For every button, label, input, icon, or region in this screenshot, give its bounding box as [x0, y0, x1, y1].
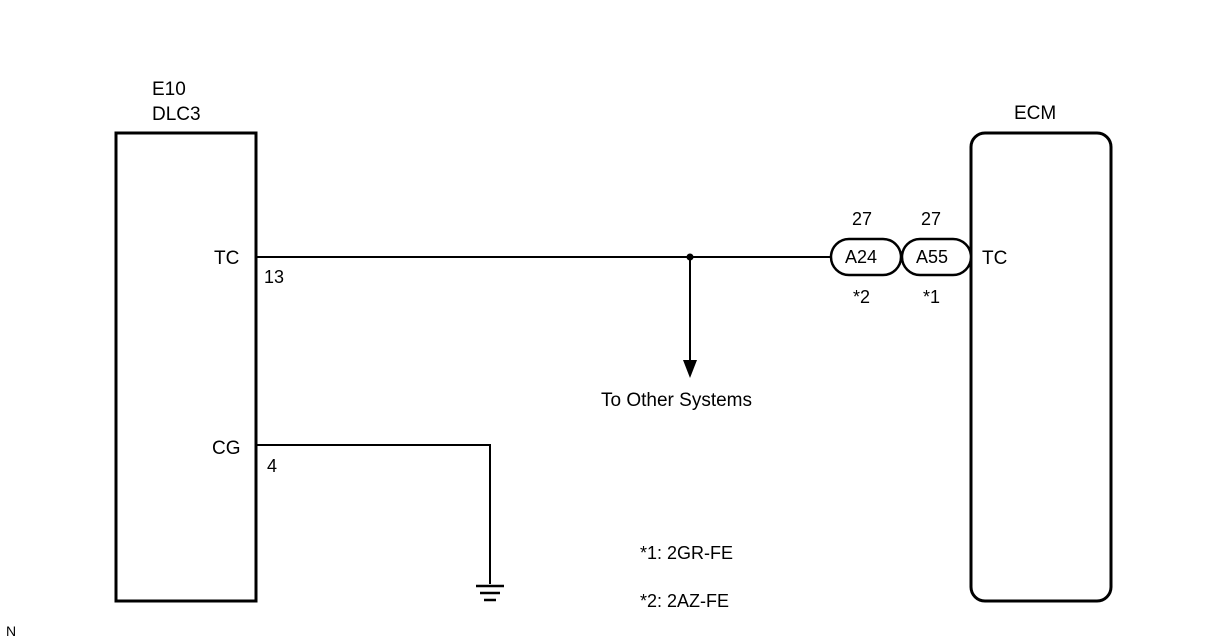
- connector-a55-code: A55: [916, 247, 949, 267]
- footnote-1: *1: 2GR-FE: [640, 543, 734, 563]
- dlc3-cg-pin-name: CG: [212, 438, 241, 459]
- connector-a24-code: A24: [845, 247, 878, 267]
- corner-mark: N: [6, 623, 17, 639]
- ecm-tc-pin-name: TC: [982, 248, 1008, 269]
- ecm-name: ECM: [1014, 103, 1057, 124]
- dlc3-tc-pin-name: TC: [214, 248, 240, 269]
- dlc3-connector-code: E10: [152, 79, 186, 100]
- branch-label: To Other Systems: [601, 390, 752, 411]
- ecm-box: [969, 131, 1113, 603]
- dlc3-name: DLC3: [152, 104, 201, 125]
- branch-arrow-icon: [683, 360, 697, 378]
- connector-a24-pin: 27: [852, 209, 873, 229]
- connector-a55: [900, 237, 973, 277]
- dlc3-tc-pin-number: 13: [264, 267, 285, 287]
- footnote-2: *2: 2AZ-FE: [640, 591, 730, 611]
- ground-icon: [476, 584, 504, 602]
- dlc3-box: [114, 131, 258, 603]
- connector-a24-note: *2: [853, 287, 871, 307]
- connector-a55-note: *1: [923, 287, 941, 307]
- cg-wire: [256, 444, 491, 584]
- connector-a55-pin: 27: [921, 209, 942, 229]
- dlc3-cg-pin-number: 4: [267, 456, 278, 476]
